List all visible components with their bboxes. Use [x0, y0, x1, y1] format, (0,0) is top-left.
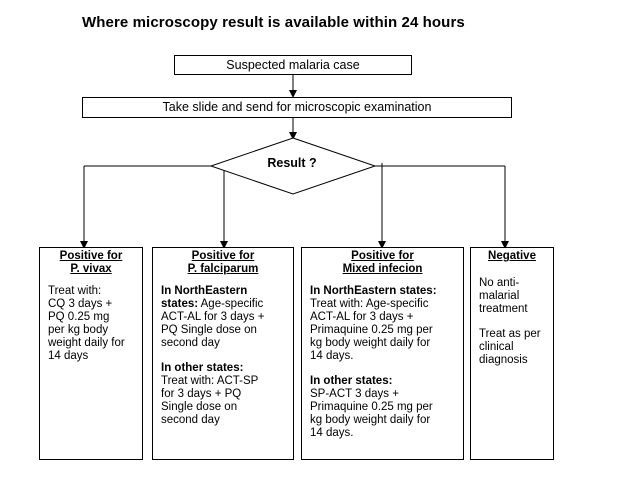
outcome-mixed-box: Positive for Mixed infecion In NorthEast… — [301, 247, 464, 460]
outcome-vivax-text: Treat with: CQ 3 days + PQ 0.25 mg per k… — [48, 285, 125, 362]
decision-diamond — [209, 137, 377, 195]
step-label: Take slide and send for microscopic exam… — [162, 100, 432, 114]
decision-label: Result ? — [267, 156, 317, 170]
diagram-title: Where microscopy result is available wit… — [82, 14, 465, 31]
outcome-mixed-text: In NorthEastern states: Treat with: Age-… — [310, 285, 437, 439]
outcome-negative-text: No anti- malarial treatment Treat as per… — [479, 276, 541, 366]
start-box: Suspected malaria case — [174, 55, 412, 75]
outcome-vivax-box: Positive for P. vivax Treat with: CQ 3 d… — [39, 247, 143, 460]
outcome-negative-box: Negative No anti- malarial treatment Tre… — [470, 247, 554, 460]
outcome-negative-heading: Negative — [488, 250, 536, 262]
outcome-falciparum-text: In NorthEastern states: Age-specific ACT… — [161, 285, 265, 426]
start-label: Suspected malaria case — [226, 58, 360, 72]
outcome-mixed-heading: Positive for Mixed infecion — [342, 250, 423, 275]
step-box: Take slide and send for microscopic exam… — [82, 97, 512, 118]
outcome-falciparum-box: Positive for P. falciparum In NorthEaste… — [152, 247, 294, 460]
outcome-falciparum-heading: Positive for P. falciparum — [187, 250, 259, 275]
outcome-vivax-heading: Positive for P. vivax — [59, 250, 123, 275]
